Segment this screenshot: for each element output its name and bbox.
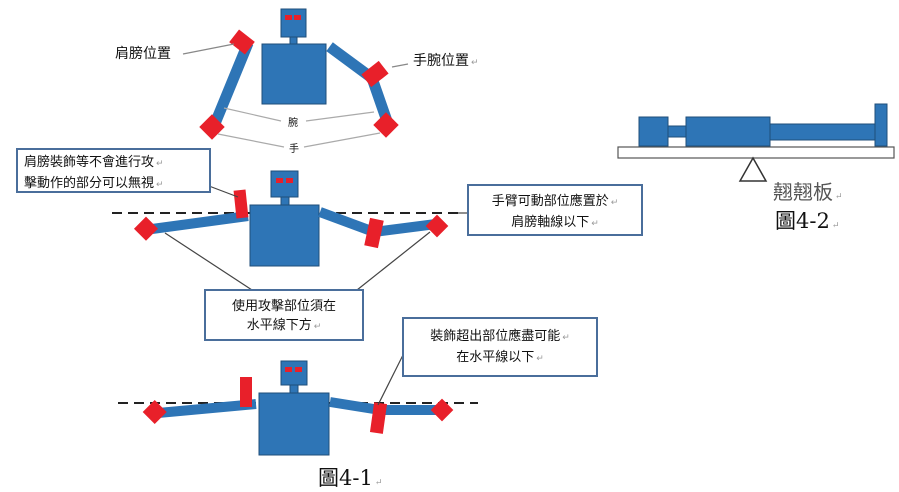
robot-top-body	[261, 43, 327, 105]
leader-wrist	[391, 63, 409, 68]
wrist-position-text: 手腕位置	[413, 53, 469, 69]
callout-decoration-over-line2: 在水平線以下	[456, 350, 535, 365]
robot-middle-neck	[280, 196, 290, 206]
robot-bottom-head	[280, 360, 308, 386]
seesaw-bar-right	[769, 123, 876, 141]
callout-arm-movable: 手臂可動部位應置於↵ 肩膀軸線以下↵	[467, 184, 643, 236]
wrist-char-label: 腕	[288, 118, 298, 129]
leader-hand-left	[217, 133, 285, 148]
leader-attack-right	[356, 231, 431, 291]
callout-decoration-shoulder-line2: 擊動作的部分可以無視	[24, 176, 155, 191]
callout-attack-part-line1: 使用攻擊部位須在	[231, 299, 336, 314]
robot-top	[182, 8, 409, 148]
figure-4-2-caption: 圖4-2↵	[775, 205, 839, 235]
robot-middle-body	[249, 204, 320, 267]
seesaw	[617, 103, 895, 182]
robot-bottom-left-shoulder	[240, 377, 252, 407]
callout-decoration-shoulder-line1: 肩膀裝飾等不會進行攻	[24, 155, 155, 170]
robot-top-right-wrist-joint	[361, 60, 389, 88]
robot-middle-right-hand	[425, 214, 449, 238]
seesaw-fulcrum	[738, 156, 768, 182]
robot-top-right-hand	[373, 112, 399, 138]
robot-top-head	[280, 8, 307, 38]
robot-middle-left-arm	[151, 211, 249, 234]
robot-top-neck	[289, 36, 298, 45]
wrist-position-label: 手腕位置↵	[413, 52, 479, 72]
seesaw-post-right	[874, 103, 888, 147]
figure-4-2-text: 圖4-2	[775, 209, 830, 233]
robot-bottom-right-arm	[329, 397, 381, 415]
robot-bottom	[118, 354, 478, 456]
robot-bottom-body	[258, 392, 330, 456]
robot-bottom-left-hand	[142, 399, 167, 425]
seesaw-block-middle	[685, 116, 771, 147]
return-mark: ↵	[591, 219, 599, 229]
robot-middle	[112, 170, 467, 291]
robot-middle-head	[270, 170, 299, 198]
robot-top-left-arm	[206, 40, 254, 134]
return-mark: ↵	[536, 354, 544, 364]
callout-attack-part: 使用攻擊部位須在 水平線下方↵	[204, 289, 364, 341]
callout-arm-movable-line2: 肩膀軸線以下	[511, 215, 590, 230]
leader-decoration-over	[377, 354, 404, 406]
leader-shoulder	[182, 43, 235, 55]
leader-decoration-shoulder	[208, 185, 239, 198]
robot-bottom-neck	[289, 384, 299, 394]
hand-char-label: 手	[289, 144, 299, 155]
robot-middle-eye-left	[276, 178, 283, 183]
figure-4-1-caption: 圖4-1↵	[318, 462, 382, 492]
robot-bottom-eye-left	[285, 367, 292, 372]
leader-wrist-right	[305, 111, 375, 122]
return-mark: ↵	[313, 322, 322, 332]
robot-middle-eye-right	[286, 178, 293, 183]
shoulder-position-text: 肩膀位置	[115, 46, 171, 62]
robot-bottom-left-arm	[157, 399, 257, 418]
seesaw-label: 翹翹板↵	[773, 176, 843, 205]
return-mark: ↵	[610, 198, 619, 208]
return-mark: ↵	[831, 221, 840, 231]
figure-4-1-text: 圖4-1	[318, 466, 373, 490]
return-mark: ↵	[156, 159, 164, 169]
seesaw-plank	[617, 146, 895, 159]
return-mark: ↵	[835, 192, 843, 202]
leader-attack-left	[164, 232, 253, 291]
robot-middle-right-arm	[318, 207, 376, 237]
seesaw-block-left	[638, 116, 669, 147]
seesaw-connector-left	[667, 125, 687, 138]
robot-middle-left-hand	[133, 216, 159, 241]
robot-top-eye-right	[294, 15, 301, 20]
callout-decoration-over-line1: 裝飾超出部位應盡可能	[430, 329, 561, 344]
robot-middle-right-elbow	[364, 217, 384, 249]
robot-top-left-shoulder	[229, 29, 255, 55]
robot-top-eye-left	[285, 15, 292, 20]
leader-hand-right	[303, 132, 381, 148]
return-mark: ↵	[156, 180, 164, 190]
shoulder-position-label: 肩膀位置	[115, 45, 171, 63]
robot-bottom-right-hand	[430, 398, 454, 422]
return-mark: ↵	[562, 333, 570, 343]
leader-wrist-left	[223, 107, 282, 122]
return-mark: ↵	[471, 58, 479, 68]
robot-middle-right-forearm	[373, 219, 437, 237]
callout-arm-movable-line1: 手臂可動部位應置於	[491, 194, 609, 209]
return-mark: ↵	[374, 478, 383, 488]
robot-bottom-eye-right	[295, 367, 302, 372]
callout-decoration-over: 裝飾超出部位應盡可能↵ 在水平線以下↵	[402, 317, 598, 377]
robot-bottom-right-elbow	[369, 402, 388, 434]
callout-attack-part-line2: 水平線下方	[246, 318, 312, 333]
callout-decoration-shoulder: 肩膀裝飾等不會進行攻↵ 擊動作的部分可以無視↵	[16, 148, 211, 193]
seesaw-text: 翹翹板	[773, 180, 833, 204]
